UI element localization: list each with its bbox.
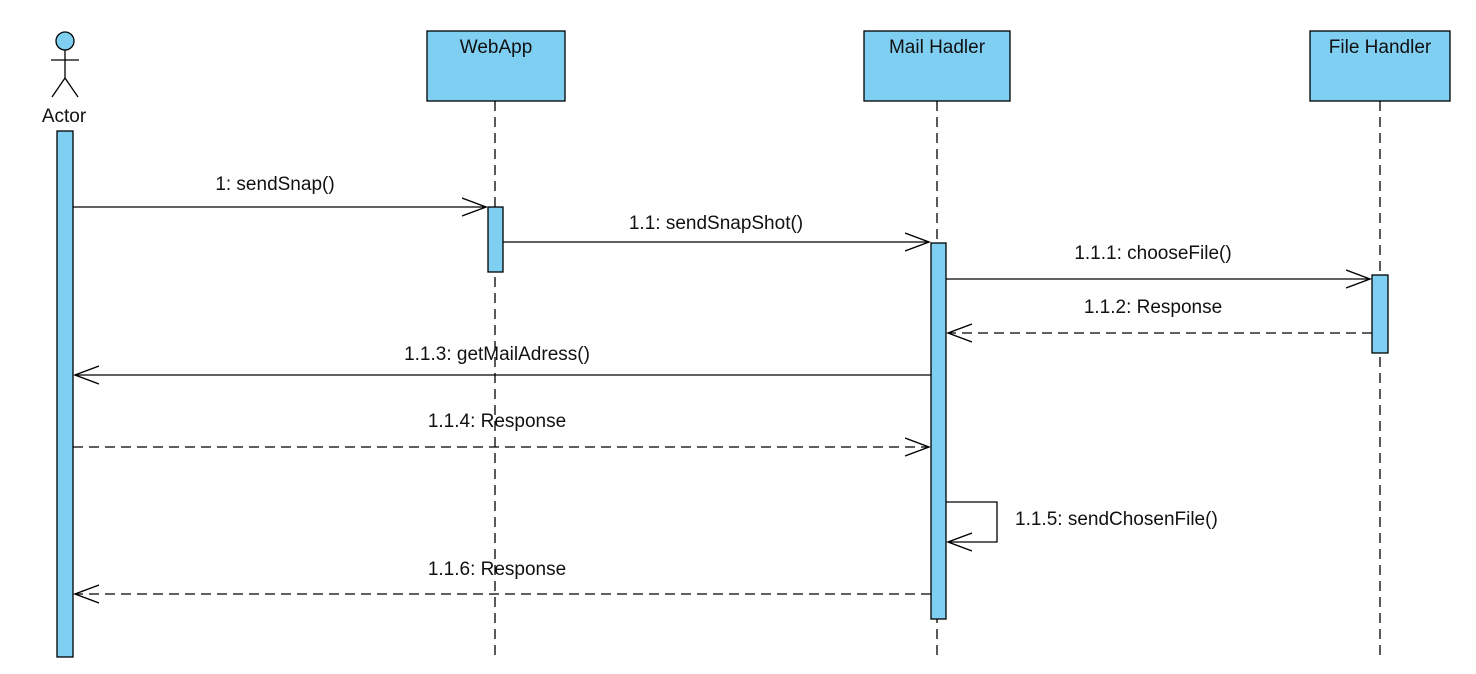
- message-response-mail-address[interactable]: 1.1.4: Response: [73, 411, 929, 447]
- participant-actor[interactable]: Actor: [42, 31, 87, 127]
- message-choose-file[interactable]: 1.1.1: chooseFile(): [946, 243, 1370, 279]
- message-label: 1.1.3: getMailAdress(): [404, 344, 590, 365]
- message-label: 1.1.1: chooseFile(): [1074, 243, 1231, 264]
- actor-label: Actor: [42, 106, 87, 127]
- webapp-box: [426, 30, 566, 102]
- message-get-mail-adress[interactable]: 1.1.3: getMailAdress(): [75, 344, 931, 375]
- activation-file-handler: [1371, 274, 1389, 354]
- message-label: 1: sendSnap(): [215, 174, 334, 195]
- actor-icon: [51, 31, 79, 98]
- file-handler-label: File Handler: [1329, 37, 1432, 58]
- activation-actor: [56, 130, 74, 658]
- file-handler-box: [1309, 30, 1451, 102]
- message-send-chosen-file[interactable]: 1.1.5: sendChosenFile(): [946, 501, 1218, 542]
- mail-hadler-label: Mail Hadler: [889, 37, 986, 58]
- participant-webapp[interactable]: WebApp: [426, 30, 566, 102]
- message-label: 1.1.5: sendChosenFile(): [1015, 509, 1218, 530]
- message-label: 1.1.6: Response: [428, 559, 566, 580]
- participant-file-handler[interactable]: File Handler: [1309, 30, 1451, 102]
- webapp-label: WebApp: [460, 37, 533, 58]
- message-send-snap[interactable]: 1: sendSnap(): [73, 174, 486, 207]
- participant-mail-hadler[interactable]: Mail Hadler: [863, 30, 1011, 102]
- activation-webapp: [487, 206, 504, 273]
- mail-hadler-box: [863, 30, 1011, 102]
- message-response-file[interactable]: 1.1.2: Response: [948, 297, 1372, 333]
- message-arrow: [946, 501, 998, 542]
- activation-mail-hadler: [930, 242, 947, 620]
- message-label: 1.1: sendSnapShot(): [629, 213, 803, 234]
- message-label: 1.1.4: Response: [428, 411, 566, 432]
- message-response-final[interactable]: 1.1.6: Response: [75, 559, 931, 594]
- message-send-snapshot[interactable]: 1.1: sendSnapShot(): [503, 213, 929, 242]
- message-label: 1.1.2: Response: [1084, 297, 1222, 318]
